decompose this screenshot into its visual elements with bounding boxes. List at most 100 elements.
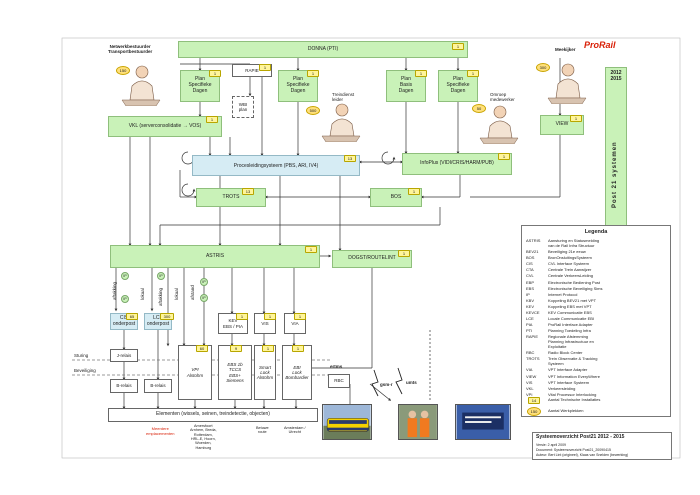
ebi-box[interactable]: EBI Lock Bombardier [282,345,312,400]
trots-box[interactable]: TROTS [196,188,266,207]
legend-abbreviation: VPI [526,391,533,397]
view-label: VIEW [555,121,569,128]
role-network: Netwerkbestuurder Transportbestuurder [108,44,153,55]
rapie-badge: 1 [259,64,271,71]
b-relais-box-1[interactable]: B-relais [110,379,138,393]
legend-abbreviation: VIS [526,379,533,385]
count-treindienstleider: 500 [306,106,320,115]
legend-description: VPT Interface Adapter [548,367,588,373]
legend-abbreviation: LCE [526,316,534,322]
network-operator-figure [121,65,161,106]
legend-key-count: 150 [527,407,541,416]
legend-description: Centrale Trein Aanwijzer [548,267,592,273]
donna-box[interactable]: DONNA (PTI) [178,41,468,58]
legend-abbreviation: BOS [526,255,535,261]
legend-description: Vital Processor Interlocking [548,391,597,397]
cis-label: CIS onderpost [112,315,136,327]
side-title: Post 21 systemen [612,141,618,208]
legend-abbreviation: CTA [526,267,534,273]
legend-abbreviation: VIEW [526,373,537,379]
procesleiding-badge: 13 [344,155,356,162]
astris-box[interactable]: ASTRIS [110,245,320,268]
ebs-box[interactable]: EBS 1b TCCS EBS+ Siemens [218,345,252,400]
trots-badge: 13 [242,188,254,195]
role-omroep: Omroep medewerker [490,92,515,103]
legend-description: CVL Interface Systeem [548,261,589,267]
legend-item: VIA VPT Interface Adapter [526,367,668,372]
legend-description: Electronische Bediening Post [548,279,601,285]
count-omroep: 50 [472,104,486,113]
legend-abbreviation: KEVCE [526,310,540,315]
ip-node-4: IP [200,278,208,286]
legend-abbreviation: IP [526,291,530,297]
legend-description: Planning Toedeling Infra [548,328,591,334]
legend-abbreviation: CIS [526,261,533,267]
plan-specifieke-dagen-3[interactable]: Plan Specifieke Dagen [438,70,478,102]
legend-item: LCE Locale Communicatie EBI [526,316,668,321]
legend-abbreviation: VIA [526,367,533,373]
legend-abbreviation: CVL [526,273,534,279]
vpi-box[interactable]: VPI Alstohm [178,345,212,400]
note-asd-utrecht: Amsterdam / Utrecht [284,426,306,435]
vpi-badge: 60 [196,345,208,352]
legend-description: Regionale Afstemming Planning Infrastruc… [548,334,594,350]
dogst-box[interactable]: DOGST/ROUTELINT [332,250,412,268]
role-treindienstleider: Treindienst leider [332,92,355,103]
legend-description: Locale Communicatie EBI [548,316,595,322]
legend-description: KEV Communicatie EBS [548,310,592,315]
trots-label: TROTS [222,193,240,200]
infoplus-label: InfoPlus (VIDI/CRIS/HARM/PUB) [420,160,494,167]
ip-node-3: IP [157,272,165,280]
rbc-box[interactable]: RBC [328,374,350,388]
note-vpi-locations: Amersfoort Arnhem, Breda, Rotterdam, HRL… [190,424,217,450]
legend-abbreviation: BEV21 [526,249,539,254]
psd2-badge: 1 [307,70,319,77]
label-lokaal-2: lokaal [174,288,179,300]
legend-abbreviation: RBC [526,350,535,356]
prorail-logo: ProRail [584,40,616,50]
elementen-bar[interactable]: Elementen (wissels, seinen, treindetecti… [108,408,318,422]
b-relais-box-2[interactable]: B-relais [144,379,172,393]
label-umts: umts [406,380,417,385]
astris-label: ASTRIS [205,252,225,259]
count-network: 150 [116,66,130,75]
role-meekijker: Meekijker [555,47,576,52]
legend-abbreviation: PIA [526,322,533,328]
j-relais-box[interactable]: J-relais [110,349,138,362]
legend-description: Trein Observatie & Tracking Systeem [548,356,598,367]
cis-badge: 65 [126,313,138,320]
legend-item: CIS CVL Interface Systeem [526,261,668,266]
infoplus-box[interactable]: InfoPlus (VIDI/CRIS/HARM/PUB) [402,153,512,175]
footer-line-1: Versie: 2 april 2009 [536,443,566,447]
label-beveiliging: Beveiliging [74,368,96,373]
ip-node-2: IP [121,295,129,303]
label-sturing: Sturing [74,353,89,358]
vkl-box[interactable]: VKL (serverconsolidatie → VOS) [108,116,222,137]
smartlock-box[interactable]: Smart Lock Alstohm [254,345,276,400]
ip-node-1: IP [121,272,129,280]
legend-description: BronOnsluitingsSysteem [548,255,592,261]
wbi-plan-box[interactable]: WBI plan [232,96,254,118]
side-years: 2012 2015 [610,70,622,82]
label-aftakking: aftakking [112,281,117,300]
side-banner: 2012 2015 Post 21 systemen [605,67,627,237]
label-afstand: afstand [190,285,195,300]
view-badge: 1 [570,115,582,122]
legend-abbreviation: VKL [526,385,534,391]
procesleiding-box[interactable]: Procesleidingsysteem (PBS, ARI, IV4) [192,155,360,176]
astris-badge: 1 [305,246,317,253]
legend-description: Koppeling EBS met VPT [548,303,592,309]
